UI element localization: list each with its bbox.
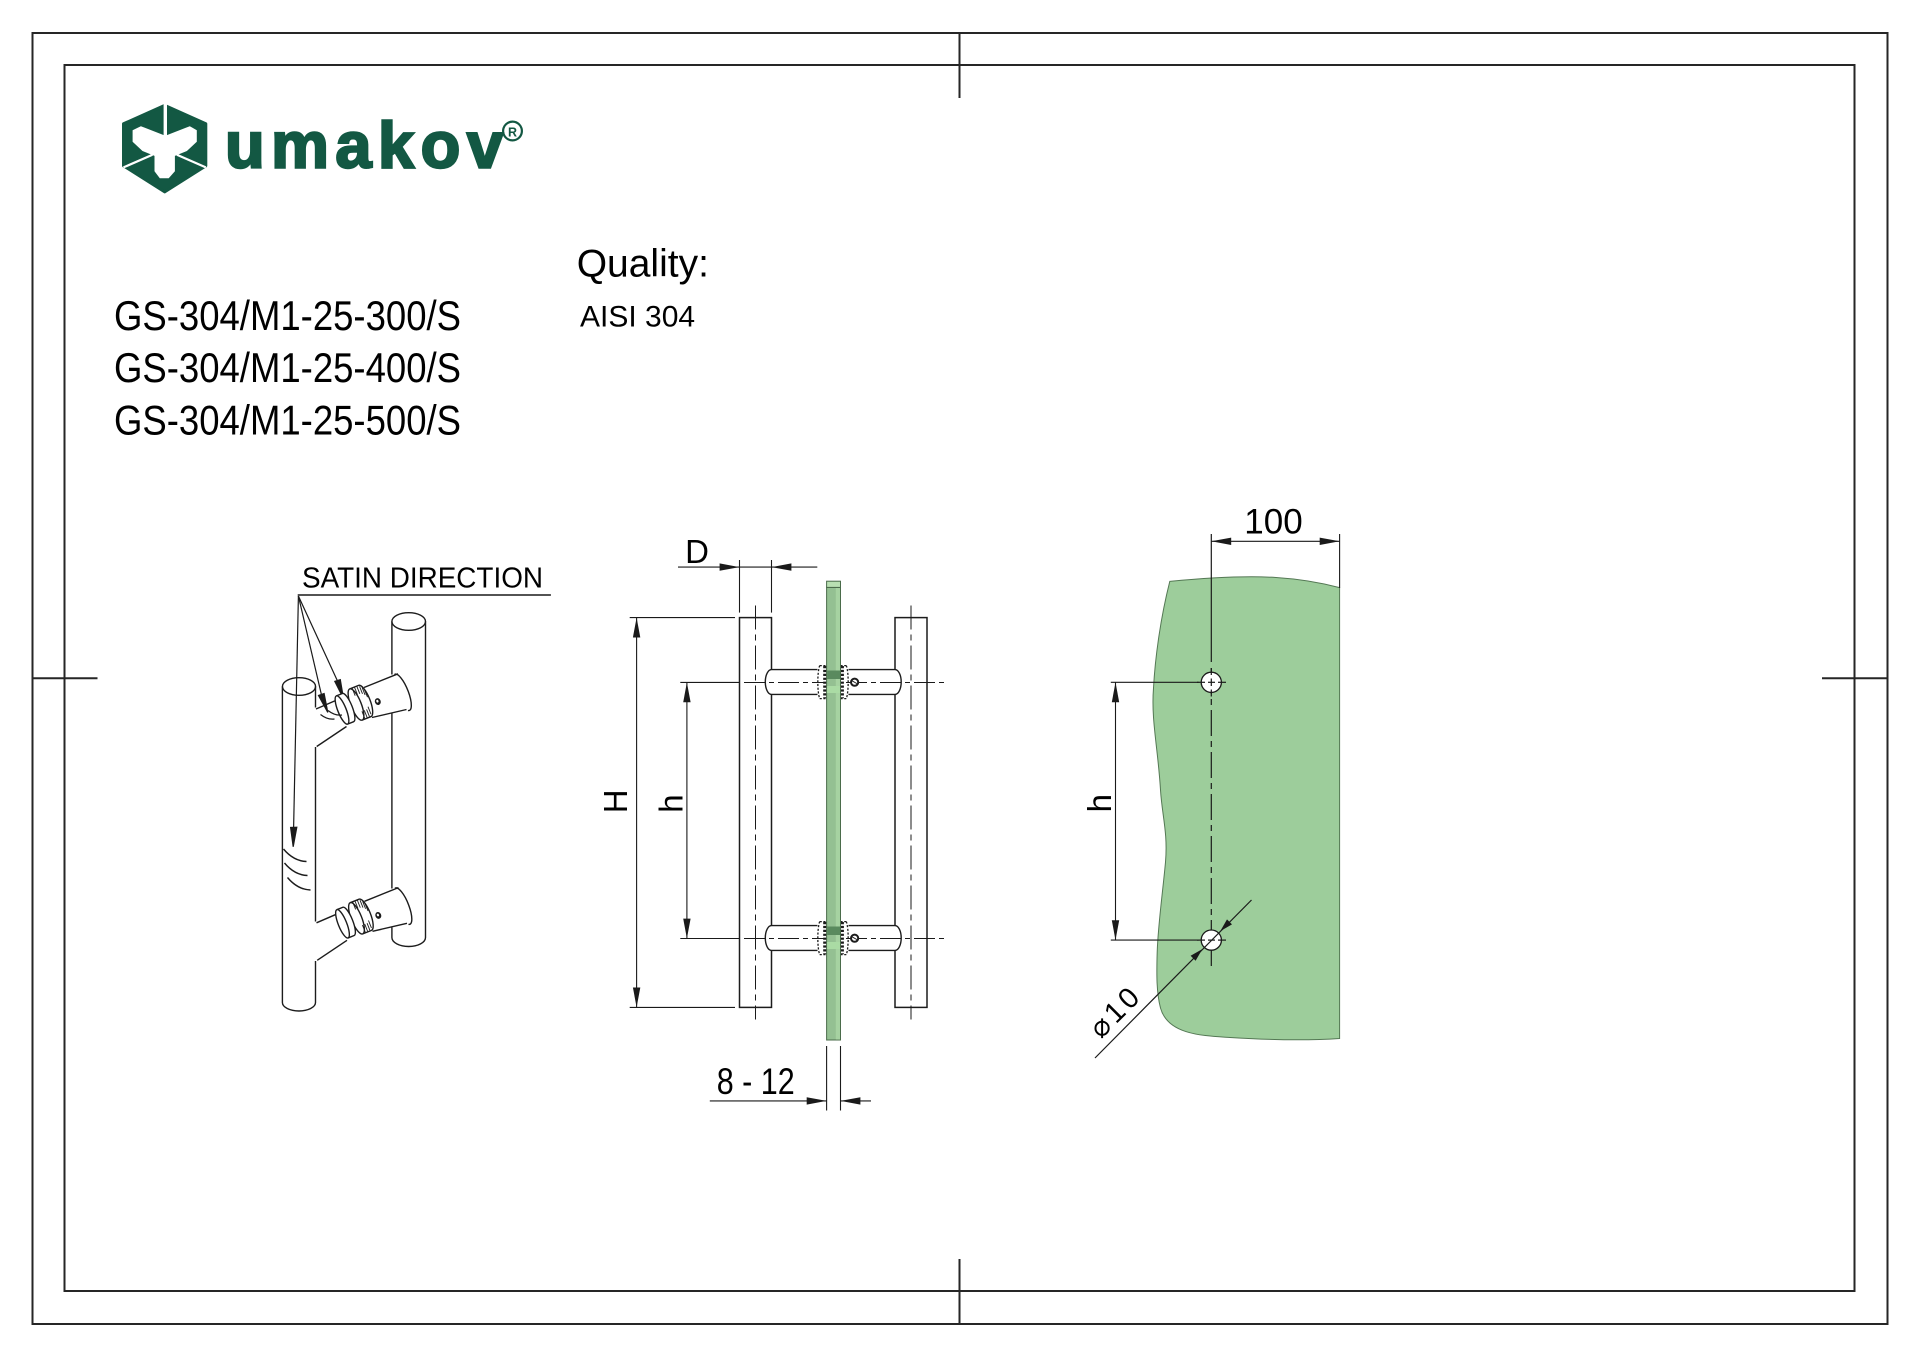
svg-text:AISI 304: AISI 304: [580, 301, 695, 334]
svg-text:SATIN DIRECTION: SATIN DIRECTION: [302, 563, 543, 595]
svg-text:h: h: [652, 794, 689, 812]
svg-text:R: R: [508, 126, 517, 140]
svg-text:h: h: [1081, 794, 1118, 812]
svg-text:H: H: [597, 789, 634, 813]
svg-text:GS-304/M1-25-400/S: GS-304/M1-25-400/S: [114, 344, 461, 391]
svg-text:100: 100: [1244, 503, 1302, 542]
svg-text:D: D: [685, 533, 709, 570]
svg-text:Quality:: Quality:: [577, 243, 709, 286]
svg-text:8 - 12: 8 - 12: [717, 1061, 795, 1102]
svg-text:umakov: umakov: [225, 109, 503, 182]
svg-text:GS-304/M1-25-300/S: GS-304/M1-25-300/S: [114, 292, 461, 339]
svg-text:GS-304/M1-25-500/S: GS-304/M1-25-500/S: [114, 397, 461, 444]
